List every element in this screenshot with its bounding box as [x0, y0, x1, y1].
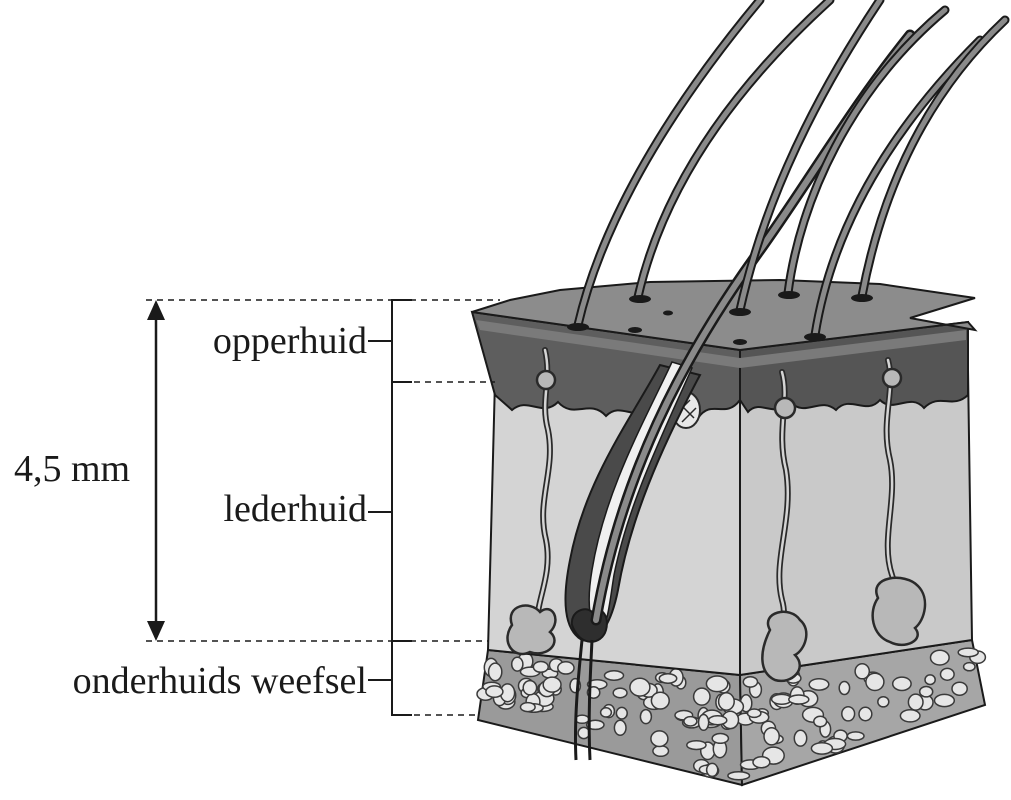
sweat-gland-coils [506, 367, 927, 683]
fat-cell [603, 670, 625, 681]
epidermis-block [470, 278, 978, 420]
sweat-coil-mid [761, 610, 808, 683]
pore [628, 327, 642, 333]
fat-cell [522, 679, 538, 696]
fat-cell [683, 715, 698, 727]
label-thickness: 4,5 mm [14, 448, 131, 490]
hair [633, 0, 835, 302]
hair-root-vessel [573, 639, 594, 761]
hair [783, 5, 950, 298]
fat-cell [808, 677, 830, 691]
fat-cell [846, 731, 865, 741]
pore [663, 310, 673, 316]
fat-cell [924, 674, 936, 686]
fat-cell [557, 661, 575, 675]
fat-cell [711, 732, 730, 745]
fat-cell [613, 719, 627, 737]
fat-cell [705, 675, 729, 693]
fat-cell [746, 708, 762, 719]
fat-cell [763, 726, 780, 746]
hair [573, 0, 765, 330]
fat-cell [485, 685, 504, 699]
fat-cell [585, 719, 605, 731]
label-dermis: lederhuid [223, 488, 367, 530]
fat-cell [650, 691, 670, 710]
fat-cell [957, 647, 979, 658]
fat-cell [793, 729, 808, 747]
fat-cell [599, 707, 613, 718]
fat-cell [810, 741, 834, 755]
fat-cell-texture [476, 647, 987, 781]
fat-cell [838, 680, 851, 696]
fat-cell [629, 677, 651, 697]
hair [735, 0, 885, 315]
fat-cell [951, 681, 968, 696]
fat-cell [707, 715, 728, 726]
hair-pores [567, 291, 873, 341]
fat-cell [519, 701, 536, 713]
epidermis-top-surface [471, 278, 978, 352]
fat-cell [705, 762, 719, 778]
fat-cell [788, 694, 810, 705]
fat-cell [650, 730, 669, 748]
fat-cell [532, 660, 549, 674]
label-hypodermis: onderhuids weefsel [72, 660, 367, 702]
fat-cell [939, 667, 955, 681]
fat-cell [899, 708, 921, 723]
fat-cell [487, 662, 503, 682]
layer-bracket [391, 299, 412, 716]
hairs [573, 0, 1010, 626]
annotation-guides [146, 299, 500, 716]
fat-cell [686, 739, 707, 751]
fat-cell [615, 706, 628, 720]
fat-cell [717, 692, 735, 711]
fat-cell [639, 708, 653, 725]
fat-cell [933, 693, 956, 708]
fat-cell [577, 726, 591, 740]
fat-cell [907, 693, 924, 711]
fat-cell [742, 675, 759, 688]
duct-loop [773, 396, 797, 420]
fat-cell [962, 661, 976, 672]
sweat-coil-left [506, 604, 557, 656]
epidermis-surface-band [476, 320, 966, 368]
label-epidermis: opperhuid [212, 320, 367, 362]
sweat-coil-right [871, 576, 927, 647]
fat-cell [918, 685, 934, 698]
fat-cell [854, 663, 871, 680]
fat-cell [697, 713, 710, 732]
fat-cell [727, 770, 751, 781]
duct-loop [535, 369, 557, 391]
fat-cell [542, 676, 562, 693]
pore [733, 339, 747, 345]
thickness-arrow-heads [147, 300, 165, 641]
fat-cell [752, 755, 771, 769]
fat-cell [612, 687, 628, 699]
fat-cell [858, 706, 873, 722]
fat-cell [510, 656, 524, 672]
fat-cell [692, 687, 711, 706]
fat-cell [658, 673, 678, 684]
fat-cell [865, 672, 885, 692]
fat-cell [891, 676, 912, 692]
fat-cell [929, 649, 950, 666]
fat-cell [841, 705, 856, 722]
fat-cell [652, 744, 670, 758]
fat-cell [877, 695, 890, 708]
duct-loop [881, 367, 903, 389]
fat-cell [813, 715, 828, 728]
hypodermis-block [476, 638, 987, 787]
